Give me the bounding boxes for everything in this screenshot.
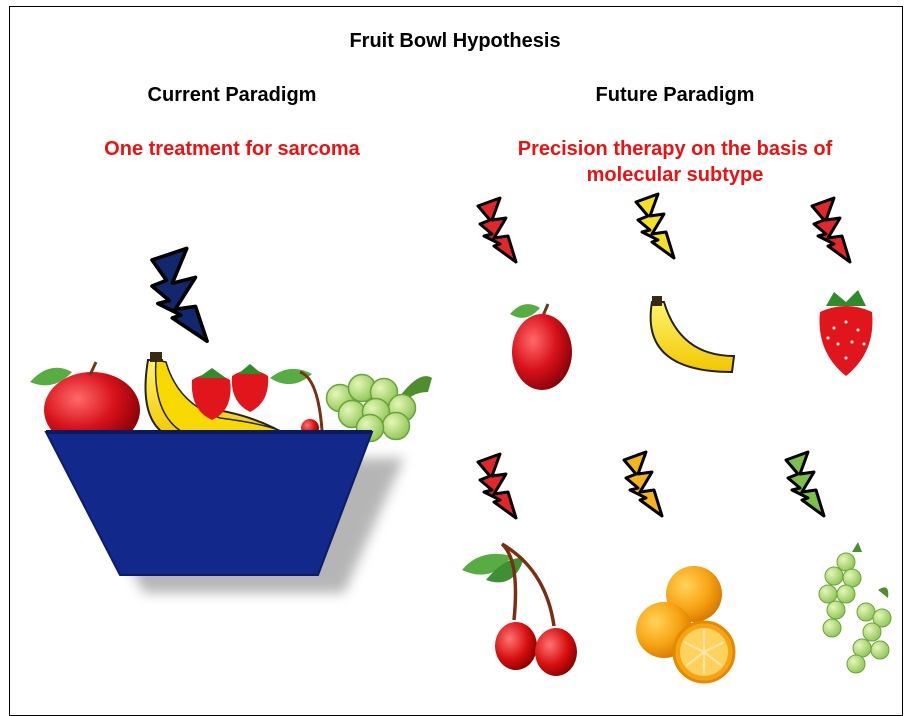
orange-bolt-icon [624, 452, 662, 516]
banana-bolt-icon [636, 194, 674, 258]
strawberry-bolt-icon [812, 198, 850, 262]
apple-icon [510, 304, 572, 390]
strawberry-icon [820, 290, 873, 376]
illustration-layer [0, 0, 910, 701]
cherry-icon [462, 544, 577, 676]
banana-icon [651, 296, 734, 372]
fruit-bowl-icon [30, 352, 432, 593]
apple-bolt-icon [478, 198, 516, 262]
cherry-bolt-icon [478, 454, 516, 518]
grapes-icon [819, 542, 891, 673]
orange-icon [636, 566, 734, 682]
grapes-bolt-icon [786, 452, 824, 516]
current-bolt-icon [152, 248, 207, 341]
